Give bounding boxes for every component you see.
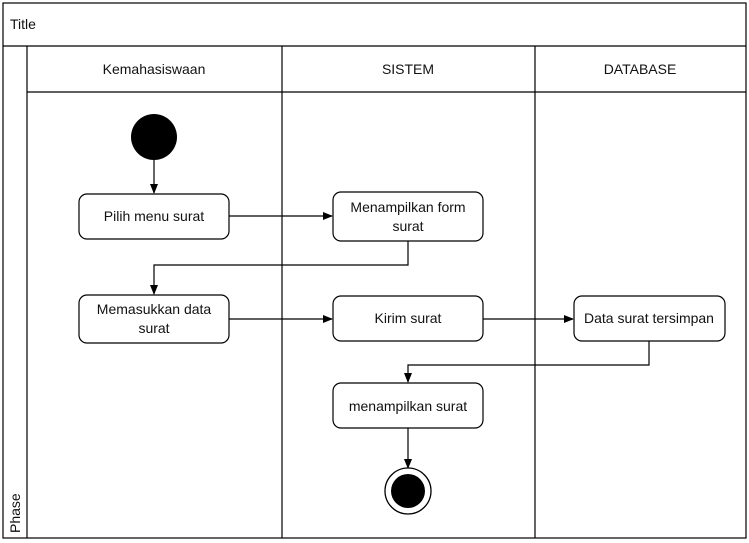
lane-header-database: DATABASE [604, 61, 677, 77]
action-menampilkan-surat: menampilkan surat [332, 382, 484, 429]
lane-header-sistem: SISTEM [382, 61, 434, 77]
lane-header-kemahasiswaan: Kemahasiswaan [103, 61, 206, 77]
final-node [384, 467, 432, 515]
phase-label: Phase [7, 493, 23, 533]
action-data-surat-tersimpan: Data surat tersimpan [573, 295, 726, 342]
flow-tersimpan-to-tampil [404, 341, 650, 383]
flow-form-to-memasukkan [150, 241, 409, 295]
action-label: Memasukkan data [97, 301, 212, 317]
initial-node [131, 114, 177, 160]
action-label: Menampilkan form [350, 199, 465, 215]
action-label: Kirim surat [375, 310, 442, 326]
action-label: Pilih menu surat [104, 208, 204, 224]
action-label: surat [138, 320, 169, 336]
action-pilih-menu-surat: Pilih menu surat [78, 193, 230, 240]
action-label: Data surat tersimpan [584, 310, 714, 326]
action-memasukkan-data-surat: Memasukkan data surat [78, 294, 230, 344]
action-label: menampilkan surat [349, 398, 467, 414]
diagram-title: Title [10, 16, 36, 32]
action-kirim-surat: Kirim surat [332, 295, 484, 342]
action-menampilkan-form-surat: Menampilkan form surat [332, 191, 484, 242]
action-label: surat [392, 218, 423, 234]
